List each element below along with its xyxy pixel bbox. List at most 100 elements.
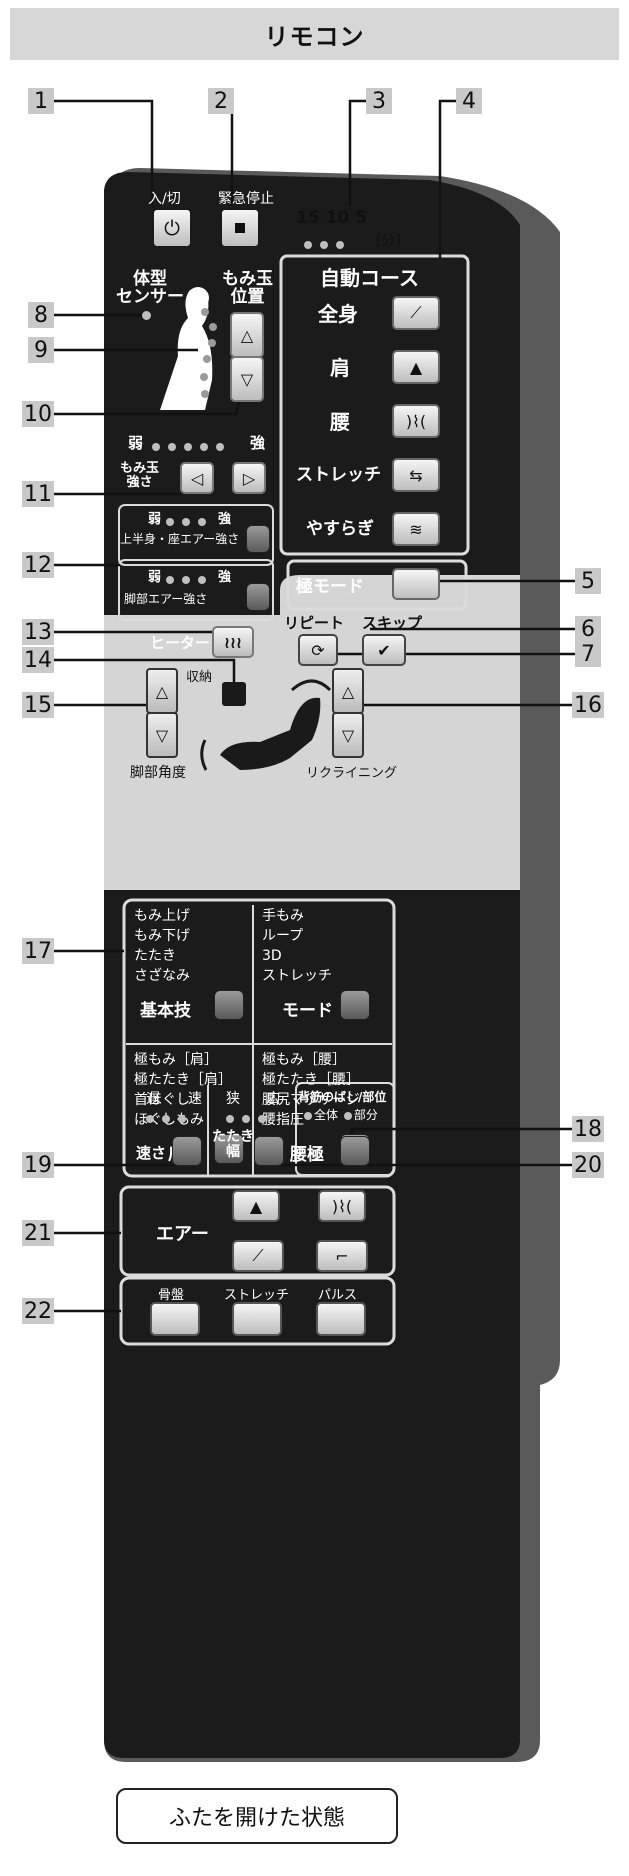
body-sensor-label-2: センサー: [116, 287, 184, 307]
basic-button[interactable]: [214, 990, 244, 1020]
recline-down-button[interactable]: ▽: [332, 712, 364, 758]
tap-width-led: [226, 1114, 234, 1123]
ball-position-up-button[interactable]: △: [230, 312, 264, 358]
callout-7-text: 7: [581, 641, 595, 667]
heater-label: ヒーター: [150, 634, 211, 652]
strength-up-button[interactable]: ▷: [232, 462, 266, 494]
basic-item: もみ下げ: [134, 928, 190, 944]
callout-2-text: 2: [214, 88, 228, 114]
timer-led: [304, 240, 312, 249]
sensor-led: [142, 311, 151, 320]
speed-fast: 速: [188, 1091, 202, 1107]
waist-icon: )⌇(: [331, 1196, 353, 1216]
callout-19-text: 19: [24, 1152, 52, 1178]
back-stretch-button[interactable]: [340, 1136, 370, 1166]
tap-width-led: [242, 1114, 250, 1123]
leg-angle-up-button[interactable]: △: [146, 668, 178, 714]
leg-angle-down-button[interactable]: ▽: [146, 712, 178, 758]
course-waist-button[interactable]: )⌇(: [392, 404, 440, 438]
course-relax-button[interactable]: ≋: [392, 512, 440, 546]
speed-button[interactable]: [172, 1136, 202, 1166]
air-upper-frame: [118, 504, 274, 566]
callout-11-text: 11: [24, 481, 52, 507]
course-full-body-button[interactable]: ⟋: [392, 296, 440, 330]
emergency-stop-button[interactable]: [220, 208, 260, 248]
callout-18-text: 18: [574, 1116, 602, 1142]
air-leg-recline-button[interactable]: ⌐: [316, 1240, 368, 1272]
speed-led: [146, 1114, 154, 1123]
callout-2: 2: [208, 88, 234, 114]
air-leg-frame: [118, 559, 274, 621]
callout-12-text: 12: [24, 552, 52, 578]
callout-17-text: 17: [24, 938, 52, 964]
shoulder-button[interactable]: [214, 1134, 244, 1164]
reclining-label: リクライニング: [306, 766, 398, 781]
callout-18: 18: [572, 1116, 604, 1142]
auto-course-frame: [279, 254, 470, 556]
back-stretch-led: [304, 1111, 312, 1120]
air-waist-button[interactable]: )⌇(: [318, 1190, 366, 1222]
pelvis-button[interactable]: [150, 1302, 200, 1336]
remote-grey-panel: [104, 615, 520, 890]
ball-position-down-button[interactable]: ▽: [230, 356, 264, 402]
callout-16: 16: [572, 692, 604, 718]
power-button[interactable]: ⏻: [152, 208, 192, 248]
callout-19: 19: [22, 1152, 54, 1178]
strength-weak: 弱: [128, 434, 144, 452]
leader-14: [54, 658, 236, 685]
waist-icon: )⌇(: [405, 411, 427, 431]
course-stretch-button[interactable]: ⇆: [392, 458, 440, 492]
air-arm-button[interactable]: ⟋: [232, 1240, 284, 1272]
tap-width-label: たたき 幅: [212, 1130, 254, 1160]
ball-position-label: もみ玉 位置: [222, 270, 273, 306]
triangle-right-icon: ▷: [242, 468, 256, 488]
callout-16-text: 16: [574, 692, 602, 718]
callout-20: 20: [572, 1152, 604, 1178]
speed-led: [162, 1114, 170, 1123]
speed-slow: 遅: [146, 1091, 160, 1107]
air-leg-button[interactable]: [246, 583, 270, 611]
skip-label: スキップ: [362, 614, 423, 632]
air-upper-button[interactable]: [246, 525, 270, 553]
repeat-button[interactable]: ⟳: [298, 634, 338, 666]
stretch-button[interactable]: [232, 1302, 282, 1336]
course-shoulder-button[interactable]: ▲: [392, 350, 440, 384]
body-sensor-label: 体型 センサー: [116, 270, 184, 306]
basic-items: もみ上げ もみ下げ たたき さざなみ: [134, 906, 190, 986]
air-leg-label: 脚部エアー強さ: [124, 592, 208, 606]
callout-15: 15: [22, 692, 54, 718]
timer-led: [336, 240, 344, 249]
air-shoulder-button[interactable]: ▲: [232, 1190, 280, 1222]
callout-22: 22: [22, 1298, 54, 1324]
callout-4-text: 4: [462, 88, 476, 114]
air-upper-led: [166, 517, 174, 526]
timer-unit: [分]: [376, 233, 401, 249]
callout-3-text: 3: [372, 88, 386, 114]
storage-button[interactable]: [222, 682, 246, 706]
strength-label-2: 強さ: [126, 475, 153, 490]
caption: ふたを開けた状態: [116, 1788, 398, 1844]
body-sensor-label-1: 体型: [133, 269, 167, 289]
skip-button[interactable]: ✔: [362, 634, 406, 666]
extreme-mode-button[interactable]: [392, 568, 440, 600]
triangle-down-icon: ▽: [155, 725, 169, 745]
air-upper-weak: 弱: [148, 512, 162, 527]
air-upper-led: [182, 517, 190, 526]
pulse-button[interactable]: [316, 1302, 366, 1336]
callout-15-text: 15: [24, 692, 52, 718]
shoulder-item: 極もみ［肩］: [134, 1052, 218, 1068]
callout-4: 4: [456, 88, 482, 114]
triangle-up-icon: △: [240, 325, 254, 345]
recline-up-button[interactable]: △: [332, 668, 364, 714]
tap-width-button[interactable]: [254, 1136, 284, 1166]
storage-label: 収納: [186, 670, 213, 685]
tap-width-label-1: たたき: [212, 1129, 254, 1145]
callout-9-text: 9: [34, 337, 48, 363]
repeat-label: リピート: [284, 614, 345, 632]
skip-icon: ✔: [377, 640, 391, 660]
mode-label: モード: [282, 1001, 333, 1021]
strength-down-button[interactable]: ◁: [180, 462, 214, 494]
heater-button[interactable]: ≀≀≀: [212, 626, 254, 658]
timer-leds: [300, 234, 348, 253]
mode-button[interactable]: [340, 990, 370, 1020]
